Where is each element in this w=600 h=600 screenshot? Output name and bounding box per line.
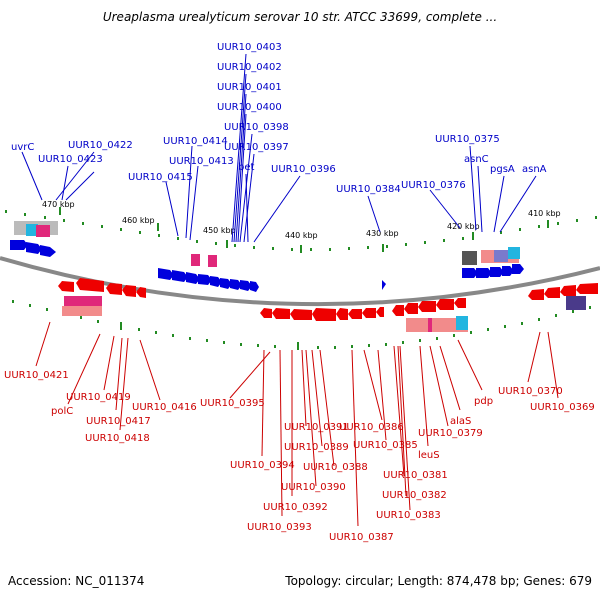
gene-label: UUR10_0392 — [263, 502, 328, 513]
gene-label: polC — [51, 406, 73, 417]
gene-label: UUR10_0414 — [163, 136, 228, 147]
gene-label: UUR10_0416 — [132, 402, 197, 413]
gene-label: asnC — [464, 154, 489, 165]
gene-label: UUR10_0422 — [68, 140, 133, 151]
gene-label: UUR10_0394 — [230, 460, 295, 471]
gene-label: UUR10_0400 — [217, 102, 282, 113]
forward-leader-lines — [21, 53, 537, 243]
gene-label: UUR10_0381 — [383, 470, 448, 481]
gene-label: UUR10_0417 — [86, 416, 151, 427]
gene-label: alaS — [450, 416, 471, 427]
gene-label: UUR10_0419 — [66, 392, 131, 403]
gene-label: UUR10_0379 — [418, 428, 483, 439]
gene-label: UUR10_0403 — [217, 42, 282, 53]
gene-label: UUR10_0421 — [4, 370, 69, 381]
forward-gene-labels: UUR10_0403 UUR10_0402 UUR10_0401 UUR10_0… — [11, 42, 547, 195]
gene-label: UUR10_0415 — [128, 172, 193, 183]
gene-label: pdp — [474, 396, 493, 407]
forward-gene-arrows — [10, 240, 524, 292]
gene-label: UUR10_0369 — [530, 402, 595, 413]
gene-label: bet — [238, 162, 255, 173]
kbp-labels: 470 kbp 460 kbp 450 kbp 440 kbp 430 kbp … — [42, 200, 561, 240]
gene-label: UUR10_0391 — [284, 422, 349, 433]
gene-label: asnA — [522, 164, 547, 175]
gene-label: UUR10_0398 — [224, 122, 289, 133]
gene-label: UUR10_0388 — [303, 462, 368, 473]
gene-label: UUR10_0382 — [382, 490, 447, 501]
gene-label: UUR10_0402 — [217, 62, 282, 73]
map-title: Ureaplasma urealyticum serovar 10 str. A… — [102, 10, 498, 24]
gene-label: UUR10_0413 — [169, 156, 234, 167]
gene-label: UUR10_0397 — [224, 142, 289, 153]
kbp-label: 410 kbp — [528, 209, 561, 218]
genome-stats-text: Topology: circular; Length: 874,478 bp; … — [285, 574, 592, 588]
gene-label: UUR10_0385 — [353, 440, 418, 451]
gene-label: UUR10_0390 — [281, 482, 346, 493]
outer-feature-blocks — [14, 221, 520, 267]
gene-label: UUR10_0393 — [247, 522, 312, 533]
kbp-label: 470 kbp — [42, 200, 75, 209]
gene-label: uvrC — [11, 142, 34, 153]
inner-feature-blocks — [62, 296, 586, 332]
gene-label: UUR10_0423 — [38, 154, 103, 165]
gene-label: UUR10_0395 — [200, 398, 265, 409]
kbp-label: 430 kbp — [366, 229, 399, 238]
gene-label: UUR10_0418 — [85, 433, 150, 444]
kbp-label: 440 kbp — [285, 231, 318, 240]
gene-label: UUR10_0396 — [271, 164, 336, 175]
kbp-label: 420 kbp — [447, 222, 480, 231]
reverse-gene-arrows — [58, 278, 598, 321]
gene-label: UUR10_0383 — [376, 510, 441, 521]
gene-label: UUR10_0389 — [284, 442, 349, 453]
gene-label: UUR10_0376 — [401, 180, 466, 191]
outer-tick-dots — [5, 207, 597, 253]
gene-label: leuS — [418, 450, 440, 461]
accession-text: Accession: NC_011374 — [8, 574, 145, 588]
gene-label: UUR10_0384 — [336, 184, 401, 195]
gene-label: pgsA — [490, 164, 515, 175]
kbp-label: 450 kbp — [203, 226, 236, 235]
gene-label: UUR10_0386 — [339, 422, 404, 433]
gene-label: UUR10_0387 — [329, 532, 394, 543]
reverse-gene-labels: UUR10_0421 polC UUR10_0419 UUR10_0417 UU… — [4, 370, 595, 543]
gene-label: UUR10_0401 — [217, 82, 282, 93]
kbp-label: 460 kbp — [122, 216, 155, 225]
gene-label: UUR10_0375 — [435, 134, 500, 145]
gene-label: UUR10_0370 — [498, 386, 563, 397]
reverse-leader-lines — [35, 321, 559, 527]
